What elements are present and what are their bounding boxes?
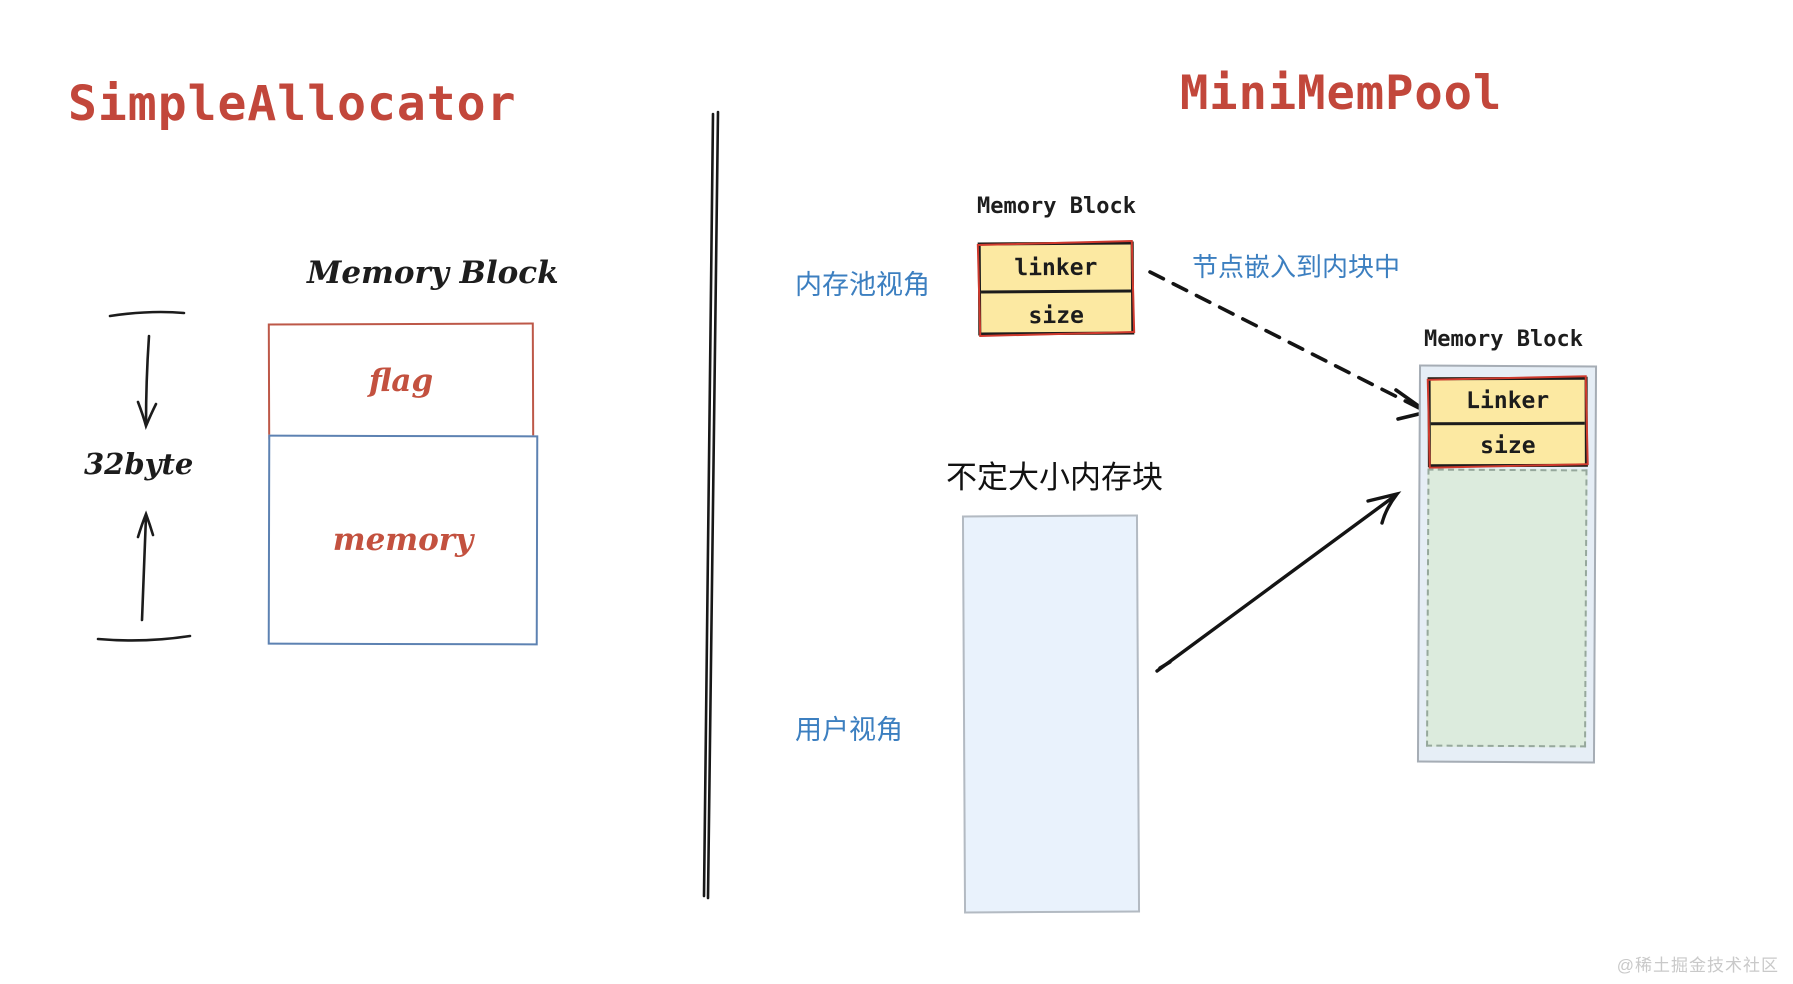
memory-box: memory	[267, 434, 539, 646]
size-row: size	[981, 289, 1132, 339]
linker-label: Linker	[1466, 387, 1550, 415]
free-memory-area	[1426, 468, 1588, 748]
linker-row: linker	[981, 244, 1131, 290]
left-memory-block-label: Memory Block	[307, 255, 559, 291]
embed-dashed-arrow	[1148, 270, 1432, 421]
user-view-label: 用户视角	[795, 715, 903, 745]
flag-label: flag	[368, 362, 434, 400]
watermark: @稀土掘金技术社区	[1616, 956, 1779, 975]
size-32byte-label: 32byte	[84, 447, 194, 481]
pool-view-label: 内存池视角	[795, 270, 930, 300]
embedded-node-box: Linker size	[1427, 376, 1588, 468]
embed-note-label: 节点嵌入到内块中	[1192, 252, 1401, 282]
size-label: size	[1028, 302, 1084, 329]
pool-node-box: linker size	[977, 241, 1135, 339]
minimempool-title: MiniMemPool	[1180, 66, 1503, 121]
user-to-block-arrow	[1155, 491, 1402, 673]
memory-label: memory	[332, 521, 474, 559]
flag-box: flag	[267, 322, 535, 440]
user-memory-block	[961, 514, 1141, 914]
linker-label: linker	[1014, 254, 1098, 281]
top-memory-block-label: Memory Block	[977, 194, 1136, 219]
size-label: size	[1480, 432, 1536, 460]
size-row: size	[1430, 421, 1585, 468]
simple-allocator-title: SimpleAllocator	[68, 76, 517, 132]
linker-row: Linker	[1431, 380, 1585, 423]
right-memory-block: Linker size	[1416, 364, 1598, 764]
divider-line	[702, 110, 720, 900]
variable-size-block-label: 不定大小内存块	[946, 460, 1163, 495]
right-memory-block-label: Memory Block	[1424, 327, 1583, 352]
